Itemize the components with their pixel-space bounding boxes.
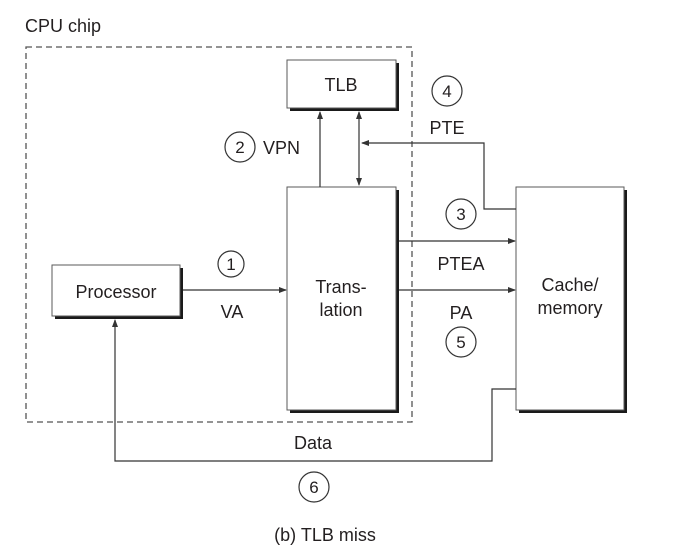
- cache-label-line1: Cache/: [541, 275, 598, 295]
- step-3-circle: [445, 198, 477, 230]
- step-5-label: 5: [456, 333, 465, 352]
- processor-box: Processor: [51, 264, 183, 319]
- translation-box: Trans- lation: [286, 186, 399, 413]
- cache-label-line2: memory: [537, 298, 602, 318]
- cache-memory-box: Cache/ memory: [515, 186, 627, 413]
- tlb-label: TLB: [324, 75, 357, 95]
- cpu-chip-label: CPU chip: [25, 16, 101, 36]
- tlb-box: TLB: [286, 59, 399, 111]
- cpu-chip-boundary: [25, 46, 413, 423]
- step-3-label: 3: [456, 205, 465, 224]
- step-4-circle: [431, 75, 463, 107]
- translation-label-line1: Trans-: [315, 277, 366, 297]
- pte-arrow: [361, 140, 516, 210]
- processor-label: Processor: [75, 282, 156, 302]
- step-5-circle: [445, 326, 477, 358]
- step-4-label: 4: [442, 82, 451, 101]
- step-2-label: 2: [235, 138, 244, 157]
- figure-caption: (b) TLB miss: [274, 525, 376, 545]
- pa-label: PA: [450, 303, 473, 323]
- data-label: Data: [294, 433, 333, 453]
- va-label: VA: [221, 302, 244, 322]
- ptea-label: PTEA: [437, 254, 484, 274]
- step-6-label: 6: [309, 478, 318, 497]
- step-6-circle: [298, 471, 330, 503]
- data-arrow: [112, 319, 516, 462]
- vpn-label: VPN: [263, 138, 300, 158]
- step-1-label: 1: [226, 255, 235, 274]
- step-1-circle: [217, 250, 245, 278]
- translation-label-line2: lation: [319, 300, 362, 320]
- pte-label: PTE: [429, 118, 464, 138]
- step-2-circle: [224, 131, 256, 163]
